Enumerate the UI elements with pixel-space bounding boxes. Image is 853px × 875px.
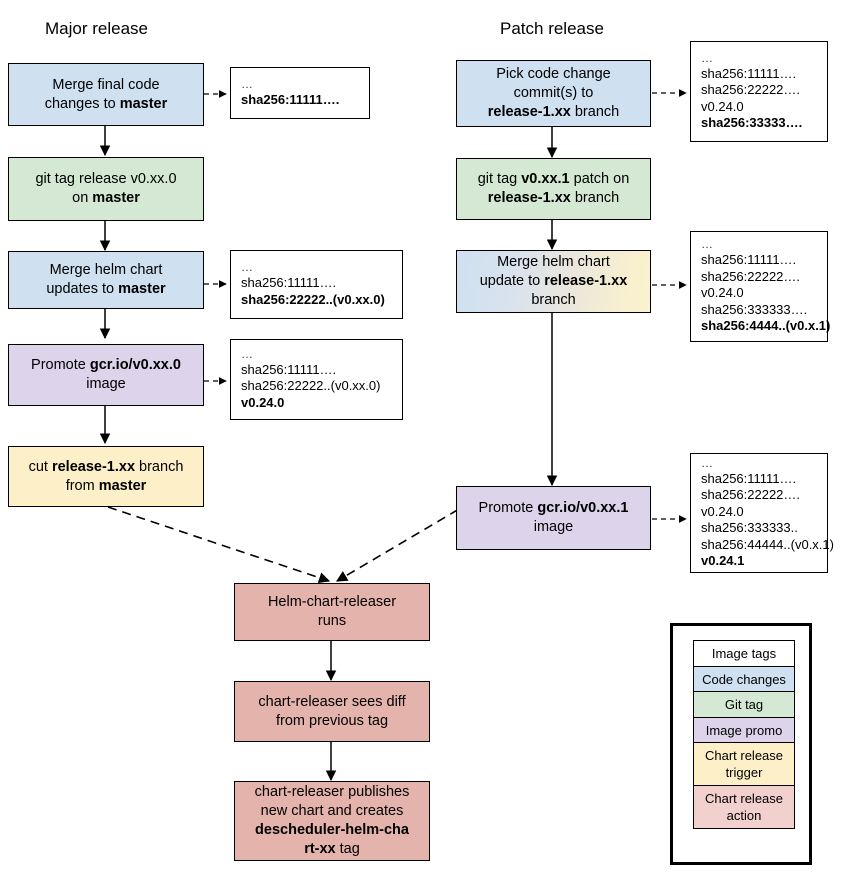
column-title-patch-release: Patch release	[500, 19, 604, 38]
legend-item-label: action	[726, 808, 762, 824]
tagbox-after-promote-image-major: …sha256:11111….sha256:22222..(v0.xx.0)v0…	[230, 339, 403, 420]
legend-item-label: Image tags	[711, 646, 777, 661]
legend-item-label: Image promo	[705, 722, 783, 738]
edge-group-chart-release-triggers	[107, 501, 472, 584]
legend-item-label: trigger	[725, 765, 763, 781]
legend-item-label: Git tag	[724, 697, 764, 713]
legend-item-label: Code changes	[702, 671, 786, 687]
legend-item-git-tag: Git tag	[693, 691, 795, 719]
legend-item-image-promo: Image promo	[693, 716, 795, 744]
legend-item-label: Chart release	[704, 748, 784, 764]
legend-item-label: Chart release	[704, 791, 784, 807]
legend-item-code-changes: Code changes	[693, 665, 795, 693]
column-title-major-release: Major release	[45, 19, 148, 38]
legend-item-image-tags: Image tags	[693, 640, 795, 667]
tagbox-after-merge-final-code: …sha256:11111….	[230, 67, 370, 119]
tagbox-after-merge-helm-chart-master: …sha256:11111….sha256:22222..(v0.xx.0)	[230, 250, 403, 319]
